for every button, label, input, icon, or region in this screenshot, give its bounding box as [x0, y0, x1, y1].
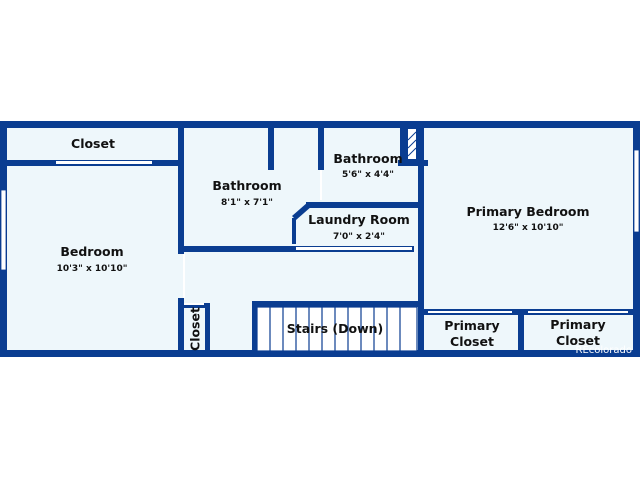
primary-bedroom-name: Primary Bedroom — [466, 204, 589, 219]
bathroom-2-dims: 5'6" x 4'4" — [342, 170, 394, 180]
bathroom-1-dims: 8'1" x 7'1" — [221, 198, 273, 208]
laundry-room-dims: 7'0" x 2'4" — [333, 232, 385, 242]
hall-closet-name: Closet — [188, 307, 203, 351]
bedroom-dims: 10'3" x 10'10" — [57, 264, 128, 274]
bathroom-2-name: Bathroom — [333, 151, 402, 166]
bedroom-name: Bedroom — [60, 244, 123, 259]
bathroom-1-name: Bathroom — [212, 178, 281, 193]
window-left — [0, 189, 7, 271]
primary-bedroom-dims: 12'6" x 10'10" — [493, 223, 564, 233]
primary-closet-2-line1: Primary — [550, 317, 605, 332]
primary-closet-2-line2: Closet — [556, 333, 600, 348]
closet-top-left-name: Closet — [71, 136, 115, 151]
primary-closet-1-line1: Primary — [444, 318, 499, 333]
windows — [0, 149, 640, 271]
vent-icon — [406, 127, 418, 161]
stair-treads — [256, 306, 418, 352]
stairs-name: Stairs (Down) — [287, 321, 384, 336]
laundry-room-name: Laundry Room — [308, 212, 410, 227]
primary-closet-1-line2: Closet — [450, 334, 494, 349]
door-openings — [56, 161, 628, 313]
watermark: REcolorado — [576, 345, 632, 356]
window-right — [633, 149, 640, 233]
